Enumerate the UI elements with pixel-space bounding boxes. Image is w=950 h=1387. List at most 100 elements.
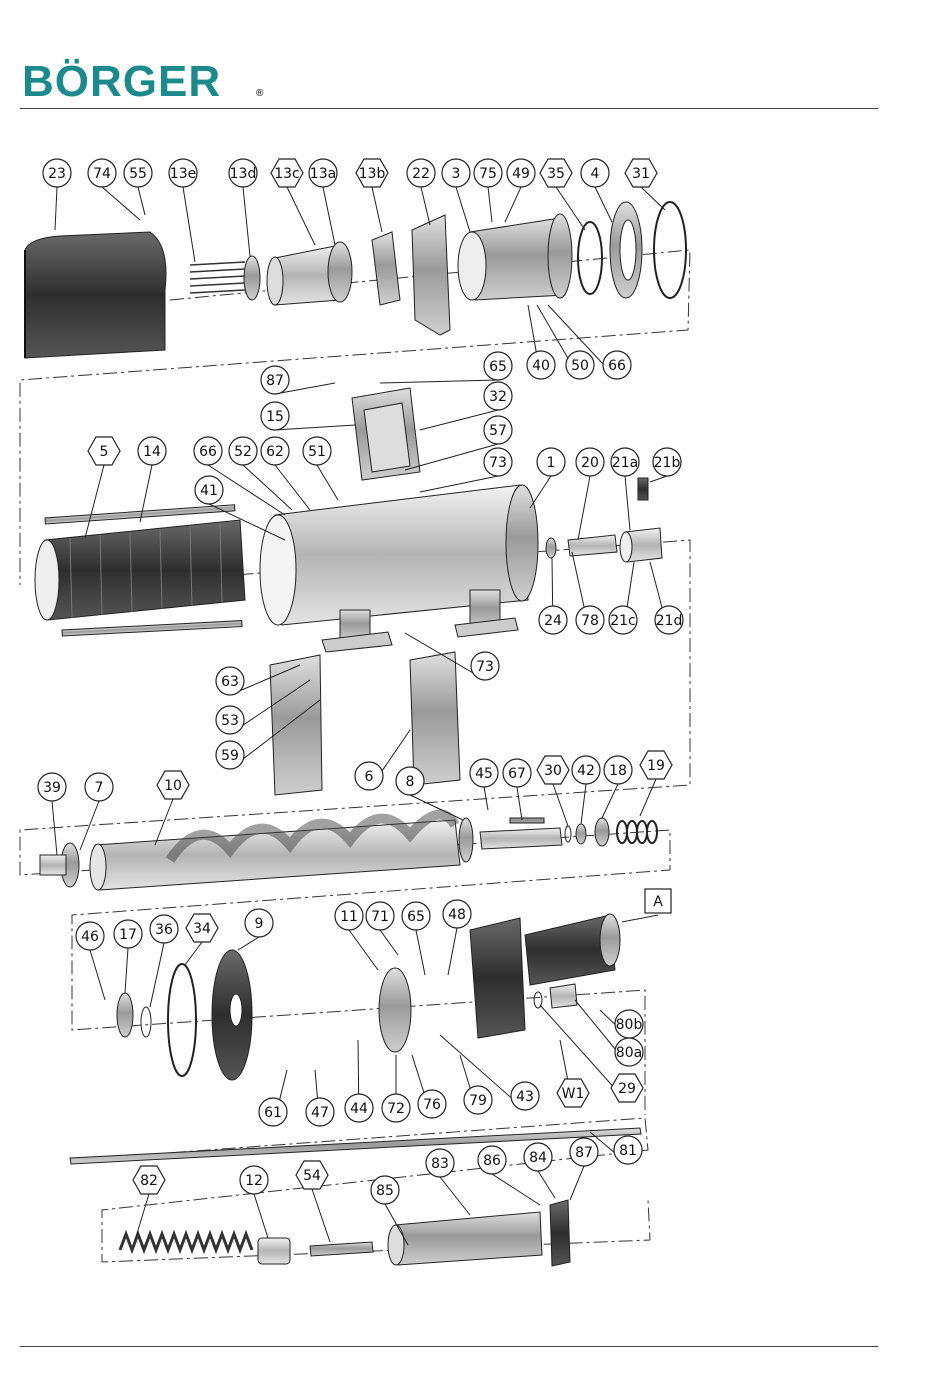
inspection-cover-15 bbox=[352, 388, 420, 480]
o-ring-36 bbox=[141, 1007, 151, 1037]
callout-14: 14 bbox=[138, 437, 166, 522]
callout-78: 78 bbox=[572, 552, 604, 634]
callout-text: 21d bbox=[656, 613, 683, 629]
callout-19: 19 bbox=[640, 751, 672, 816]
callout-leader bbox=[538, 1171, 555, 1198]
callout-13c: 13c bbox=[271, 159, 315, 245]
callout-leader bbox=[102, 187, 140, 220]
callout-21b: 21b bbox=[650, 448, 681, 482]
callout-text: 36 bbox=[155, 922, 173, 938]
callout-text: 31 bbox=[632, 166, 650, 182]
callout-15: 15 bbox=[261, 402, 355, 430]
callout-36: 36 bbox=[150, 915, 178, 1007]
callout-text: 74 bbox=[93, 166, 111, 182]
callout-text: 20 bbox=[581, 455, 599, 471]
callout-text: 35 bbox=[547, 166, 565, 182]
callout-text: 13d bbox=[230, 166, 257, 182]
callout-leader bbox=[125, 948, 128, 993]
callout-text: 9 bbox=[255, 916, 264, 932]
callout-87: 87 bbox=[261, 366, 335, 394]
callout-text: 21b bbox=[654, 455, 681, 471]
callout-73: 73 bbox=[420, 448, 512, 492]
callout-text: 13e bbox=[170, 166, 196, 182]
callout-67: 67 bbox=[503, 759, 531, 820]
callout-65: 65 bbox=[402, 902, 430, 975]
callout-leader bbox=[421, 187, 430, 225]
seal-flange-13d bbox=[244, 256, 260, 300]
gear-motor-a bbox=[470, 914, 620, 1038]
callout-leader bbox=[578, 476, 590, 540]
coupling-21a bbox=[620, 528, 662, 562]
callout-87: 87 bbox=[570, 1138, 598, 1200]
callout-text: 86 bbox=[483, 1153, 501, 1169]
callout-text: 29 bbox=[618, 1081, 636, 1097]
callout-text: 6 bbox=[365, 769, 374, 785]
callout-leader bbox=[570, 1166, 584, 1200]
callout-text: 76 bbox=[423, 1097, 441, 1113]
callout-79: 79 bbox=[460, 1055, 492, 1114]
callout-text: 23 bbox=[48, 166, 66, 182]
callout-text: 57 bbox=[489, 423, 507, 439]
callout-leader bbox=[287, 187, 315, 245]
callout-text: 81 bbox=[619, 1143, 637, 1159]
callout-text: 80b bbox=[616, 1017, 643, 1033]
callout-text: 32 bbox=[489, 389, 507, 405]
callout-leader bbox=[85, 465, 104, 538]
shaft-8 bbox=[459, 818, 562, 862]
coupling-80a bbox=[550, 984, 577, 1008]
callout-12: 12 bbox=[240, 1166, 268, 1238]
callout-text: 52 bbox=[234, 444, 252, 460]
callout-text: 11 bbox=[340, 909, 358, 925]
callout-text: 87 bbox=[575, 1145, 593, 1161]
bearing-sleeve-13a bbox=[267, 242, 352, 305]
bearing-18 bbox=[595, 818, 609, 846]
callout-text: 13b bbox=[359, 166, 386, 182]
callout-31: 31 bbox=[625, 159, 665, 210]
end-cover-9 bbox=[212, 950, 252, 1080]
callout-65: 65 bbox=[380, 352, 512, 383]
callout-leader bbox=[238, 937, 259, 950]
callout-leader bbox=[440, 1177, 470, 1215]
ring-42 bbox=[576, 824, 586, 844]
callout-text: A bbox=[653, 894, 663, 910]
tube-83 bbox=[388, 1212, 542, 1265]
callout-7: 7 bbox=[80, 773, 113, 850]
callout-text: 79 bbox=[469, 1093, 487, 1109]
ring-30 bbox=[565, 826, 571, 842]
callout-leader bbox=[312, 1189, 330, 1242]
strip-14-bottom bbox=[62, 621, 242, 636]
callout-leader bbox=[90, 950, 105, 1000]
flange-7 bbox=[40, 843, 79, 887]
callout-leader bbox=[275, 465, 310, 510]
callout-9: 9 bbox=[238, 909, 273, 950]
callout-text: 53 bbox=[221, 713, 239, 729]
callout-1: 1 bbox=[530, 448, 565, 508]
callout-text: 73 bbox=[476, 659, 494, 675]
callout-text: 67 bbox=[508, 766, 526, 782]
callout-text: 71 bbox=[371, 909, 389, 925]
callout-75: 75 bbox=[474, 159, 502, 222]
shaft-sleeve-20 bbox=[568, 535, 617, 556]
callout-49: 49 bbox=[505, 159, 535, 222]
callout-text: 55 bbox=[129, 166, 147, 182]
callout-leader bbox=[492, 1174, 540, 1205]
callout-text: 78 bbox=[581, 613, 599, 629]
o-ring-31 bbox=[654, 202, 686, 298]
callout-text: 49 bbox=[512, 166, 530, 182]
shaft-seal-bolts bbox=[190, 262, 245, 293]
callout-leader bbox=[505, 187, 521, 222]
callout-text: 40 bbox=[532, 358, 550, 374]
callout-text: 65 bbox=[489, 359, 507, 375]
callout-text: W1 bbox=[562, 1086, 585, 1102]
key-21b bbox=[638, 478, 648, 500]
callout-text: 54 bbox=[303, 1168, 321, 1184]
seal-17 bbox=[117, 993, 133, 1037]
housing-ring-3 bbox=[458, 214, 572, 300]
callout-text: 46 bbox=[81, 929, 99, 945]
callout-text: 66 bbox=[199, 444, 217, 460]
callout-42: 42 bbox=[572, 756, 600, 824]
callout-17: 17 bbox=[114, 920, 142, 993]
callout-3: 3 bbox=[442, 159, 470, 232]
callout-leader bbox=[602, 784, 618, 818]
callout-leader bbox=[622, 915, 658, 922]
